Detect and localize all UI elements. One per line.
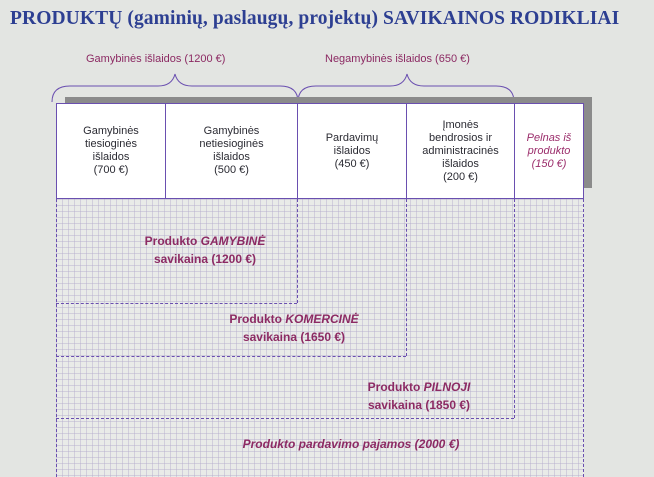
production-brace	[51, 73, 299, 103]
full-cost-label: Produkto PILNOJI savikaina (1850 €)	[329, 378, 509, 414]
commercial-cost-prefix: Produkto	[229, 312, 286, 326]
production-cost-bracket-bottom	[56, 303, 297, 304]
cell-sales-costs-text: Pardavimų išlaidos (450 €)	[325, 131, 379, 170]
cell-sales-costs: Pardavimų išlaidos (450 €)	[298, 103, 406, 199]
production-costs-label: Gamybinės išlaidos (1200 €)	[86, 53, 226, 65]
full-cost-bracket-bottom	[56, 418, 514, 419]
sales-revenue-text: Produkto pardavimo pajamos (2000 €)	[242, 437, 460, 451]
cell-profit: Pelnas iš produkto (150 €)	[515, 103, 583, 199]
column-divider	[514, 103, 515, 199]
commercial-cost-bracket-bottom	[56, 356, 406, 357]
cell-indirect-costs: Gamybinės netiesioginės išlaidos (500 €)	[166, 103, 297, 199]
commercial-cost-value: savikaina (1650 €)	[242, 330, 346, 344]
cell-admin-costs: Įmonės bendrosios ir administracinės išl…	[407, 103, 514, 199]
cost-grid-area	[56, 199, 584, 477]
non-production-brace	[297, 73, 515, 103]
column-divider	[165, 103, 166, 199]
full-cost-prefix: Produkto	[367, 380, 424, 394]
full-cost-value: savikaina (1850 €)	[367, 398, 471, 412]
commercial-cost-emphasis: KOMERCINĖ	[285, 312, 359, 326]
cell-indirect-costs-text: Gamybinės netiesioginės išlaidos (500 €)	[199, 125, 264, 176]
column-divider	[406, 103, 407, 199]
cost-structure-table	[56, 103, 584, 199]
non-production-costs-label: Negamybinės išlaidos (650 €)	[325, 53, 470, 65]
header-shadow-top	[65, 97, 592, 104]
sales-revenue-label: Produkto pardavimo pajamos (2000 €)	[196, 435, 506, 453]
cell-direct-costs-text: Gamybinės tiesioginės išlaidos (700 €)	[83, 125, 139, 176]
cell-admin-costs-text: Įmonės bendrosios ir administracinės išl…	[422, 118, 499, 183]
commercial-cost-bracket-right	[406, 199, 407, 356]
cell-profit-text: Pelnas iš produkto (150 €)	[526, 131, 572, 170]
page-title: PRODUKTŲ (gaminių, paslaugų, projektų) S…	[10, 8, 620, 29]
full-cost-bracket-right	[514, 199, 515, 418]
commercial-cost-label: Produkto KOMERCINĖ savikaina (1650 €)	[199, 310, 389, 346]
production-cost-bracket-right	[297, 199, 298, 303]
cell-direct-costs: Gamybinės tiesioginės išlaidos (700 €)	[57, 103, 165, 199]
grid-right-edge	[583, 199, 584, 477]
grid-left-edge	[56, 199, 57, 477]
production-cost-value: savikaina (1200 €)	[153, 252, 257, 266]
column-divider	[297, 103, 298, 199]
header-shadow-right	[584, 97, 592, 188]
full-cost-emphasis: PILNOJI	[423, 380, 471, 394]
production-cost-prefix: Produkto	[144, 234, 201, 248]
production-cost-emphasis: GAMYBINĖ	[200, 234, 266, 248]
production-cost-label: Produkto GAMYBINĖ savikaina (1200 €)	[110, 232, 300, 268]
